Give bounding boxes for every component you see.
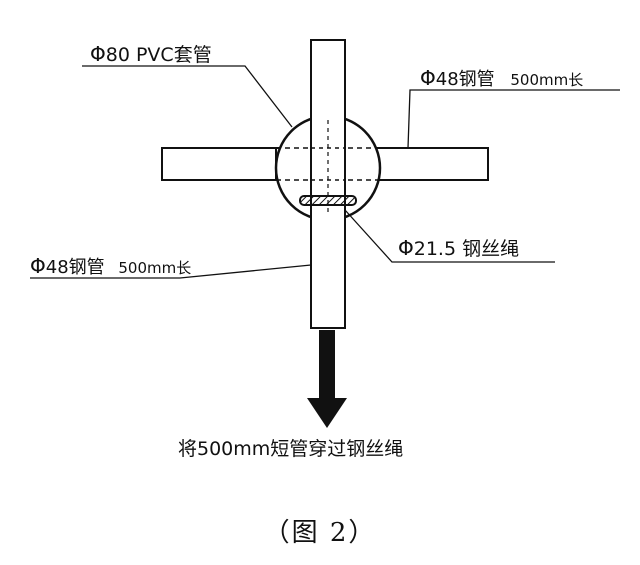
arrow-shaft (319, 330, 335, 400)
label-steel-pipe-vertical-text: 48钢管 (45, 257, 105, 278)
leader-pvc-sleeve (82, 65, 293, 128)
label-pvc-sleeve: Φ80 PVC套管 (90, 44, 212, 65)
leader-wire-rope (344, 209, 555, 263)
phi-symbol: Φ (420, 66, 436, 90)
label-pvc-sleeve-text: 80 PVC套管 (105, 44, 212, 66)
figure-caption: （图 2） (263, 518, 377, 548)
instruction-text: 将500mm短管穿过钢丝绳 (178, 438, 404, 460)
leader-steel-pipe-vertical (30, 264, 312, 279)
phi-symbol: Φ (90, 42, 106, 66)
wire-rope (299, 195, 357, 206)
label-steel-pipe-vertical: Φ48钢管 500mm长 (30, 256, 191, 277)
label-steel-pipe-horizontal: Φ48钢管 500mm长 (420, 68, 583, 89)
arrow-head (307, 398, 347, 428)
phi-symbol: Φ (30, 254, 46, 278)
label-wire-rope-text: 21.5 钢丝绳 (413, 238, 520, 260)
label-wire-rope: Φ21.5 钢丝绳 (398, 238, 519, 259)
leader-steel-pipe-horizontal (407, 89, 620, 149)
label-steel-pipe-horizontal-text: 48钢管 (435, 69, 495, 90)
label-steel-pipe-vertical-length: 500mm长 (118, 259, 192, 277)
phi-symbol: Φ (398, 236, 414, 260)
label-steel-pipe-horizontal-length: 500mm长 (510, 71, 584, 89)
